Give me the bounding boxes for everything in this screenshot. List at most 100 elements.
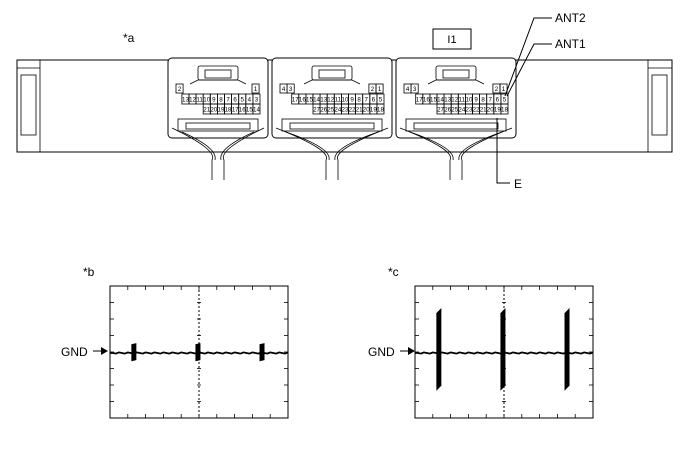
pin-label: 24 (458, 107, 465, 114)
signal-burst (195, 343, 201, 362)
pin-label: 20 (210, 107, 217, 114)
scope-b-arrow: GND (61, 345, 108, 359)
pin-label: 9 (350, 97, 354, 104)
pin-label: 1 (254, 86, 258, 93)
scope-c-arrow: GND (368, 345, 415, 359)
pin-label: 5 (241, 97, 245, 104)
pin-label: 19 (370, 107, 377, 114)
pin-label: 24 (334, 107, 341, 114)
signal-burst (436, 307, 442, 391)
pin-label: 15 (246, 107, 253, 114)
pin-label: 16 (239, 107, 246, 114)
pin-label: 25 (451, 107, 458, 114)
pin-label: 15 (430, 97, 437, 104)
ant1-label: ANT1 (555, 37, 586, 51)
pin-label: 20 (363, 107, 370, 114)
pin-label: 3 (289, 86, 293, 93)
pin-label: 4 (248, 97, 252, 104)
pin-label: 16 (299, 97, 306, 104)
pin-label: 6 (233, 97, 237, 104)
pin-label: 14 (253, 107, 260, 114)
pin-label: 27 (313, 107, 320, 114)
pin-label: 9 (474, 97, 478, 104)
pin-label: 20 (487, 107, 494, 114)
signal-burst (500, 307, 506, 391)
scope-c (414, 285, 594, 419)
view-b-label: *b (83, 265, 95, 279)
pin-label: 5 (379, 97, 383, 104)
pin-label: 10 (342, 97, 349, 104)
pin-label: 14 (437, 97, 444, 104)
pin-label: 9 (212, 97, 216, 104)
pin-label: 18 (501, 107, 508, 114)
pin-label: 7 (226, 97, 230, 104)
pin-label: 15 (306, 97, 313, 104)
connector-id-text: I1 (447, 34, 456, 46)
pin-label: 12 (327, 97, 334, 104)
pin-label: 11 (196, 97, 203, 104)
pin-label: 21 (203, 107, 210, 114)
pin-label: 12 (451, 97, 458, 104)
pin-label: 2 (371, 86, 375, 93)
signal-burst (131, 343, 137, 362)
pin-label: 1 (502, 86, 506, 93)
ant2-label: ANT2 (555, 11, 586, 25)
view-a-label: *a (123, 31, 135, 45)
pin-label: 8 (481, 97, 485, 104)
pin-label: 13 (444, 97, 451, 104)
pin-label: 13 (182, 97, 189, 104)
pin-label: 17 (292, 97, 299, 104)
pin-label: 2 (495, 86, 499, 93)
pin-label: 7 (365, 97, 369, 104)
pin-label: 23 (342, 107, 349, 114)
pin-label: 18 (225, 107, 232, 114)
callout-lines (496, 17, 552, 184)
pin-label: 14 (313, 97, 320, 104)
view-c-label: *c (388, 265, 399, 279)
pin-label: 10 (203, 97, 210, 104)
pin-label: 10 (466, 97, 473, 104)
pin-label: 11 (335, 97, 342, 104)
scope-b (109, 285, 289, 419)
pin-label: 13 (320, 97, 327, 104)
pin-label: 8 (219, 97, 223, 104)
pin-label: 18 (377, 107, 384, 114)
signal-burst (564, 307, 570, 391)
pin-label: 3 (413, 86, 417, 93)
pin-label: 26 (320, 107, 327, 114)
pin-label: 19 (494, 107, 501, 114)
pin-label: 21 (480, 107, 487, 114)
pin-label: 27 (437, 107, 444, 114)
pin-label: 5 (503, 97, 507, 104)
pin-label: 6 (496, 97, 500, 104)
pin-label: 3 (255, 97, 259, 104)
pin-label: 22 (349, 107, 356, 114)
pin-label: 12 (189, 97, 196, 104)
e-label: E (514, 177, 522, 191)
pin-label: 16 (423, 97, 430, 104)
pin-label: 17 (232, 107, 239, 114)
pin-label: 19 (218, 107, 225, 114)
pin-label: 4 (282, 86, 286, 93)
pin-label: 17 (416, 97, 423, 104)
pin-label: 21 (356, 107, 363, 114)
pin-label: 7 (489, 97, 493, 104)
pin-label: 25 (327, 107, 334, 114)
pin-label: 22 (473, 107, 480, 114)
connector-id-box: I1 (432, 28, 472, 50)
pin-label: 4 (406, 86, 410, 93)
pin-label: 23 (466, 107, 473, 114)
signal-burst (259, 343, 265, 362)
pin-label: 8 (357, 97, 361, 104)
pin-label: 2 (178, 86, 182, 93)
pin-label: 1 (378, 86, 382, 93)
gnd-c-label: GND (368, 345, 395, 359)
pin-label: 11 (459, 97, 466, 104)
pin-label: 26 (444, 107, 451, 114)
gnd-b-label: GND (61, 345, 88, 359)
